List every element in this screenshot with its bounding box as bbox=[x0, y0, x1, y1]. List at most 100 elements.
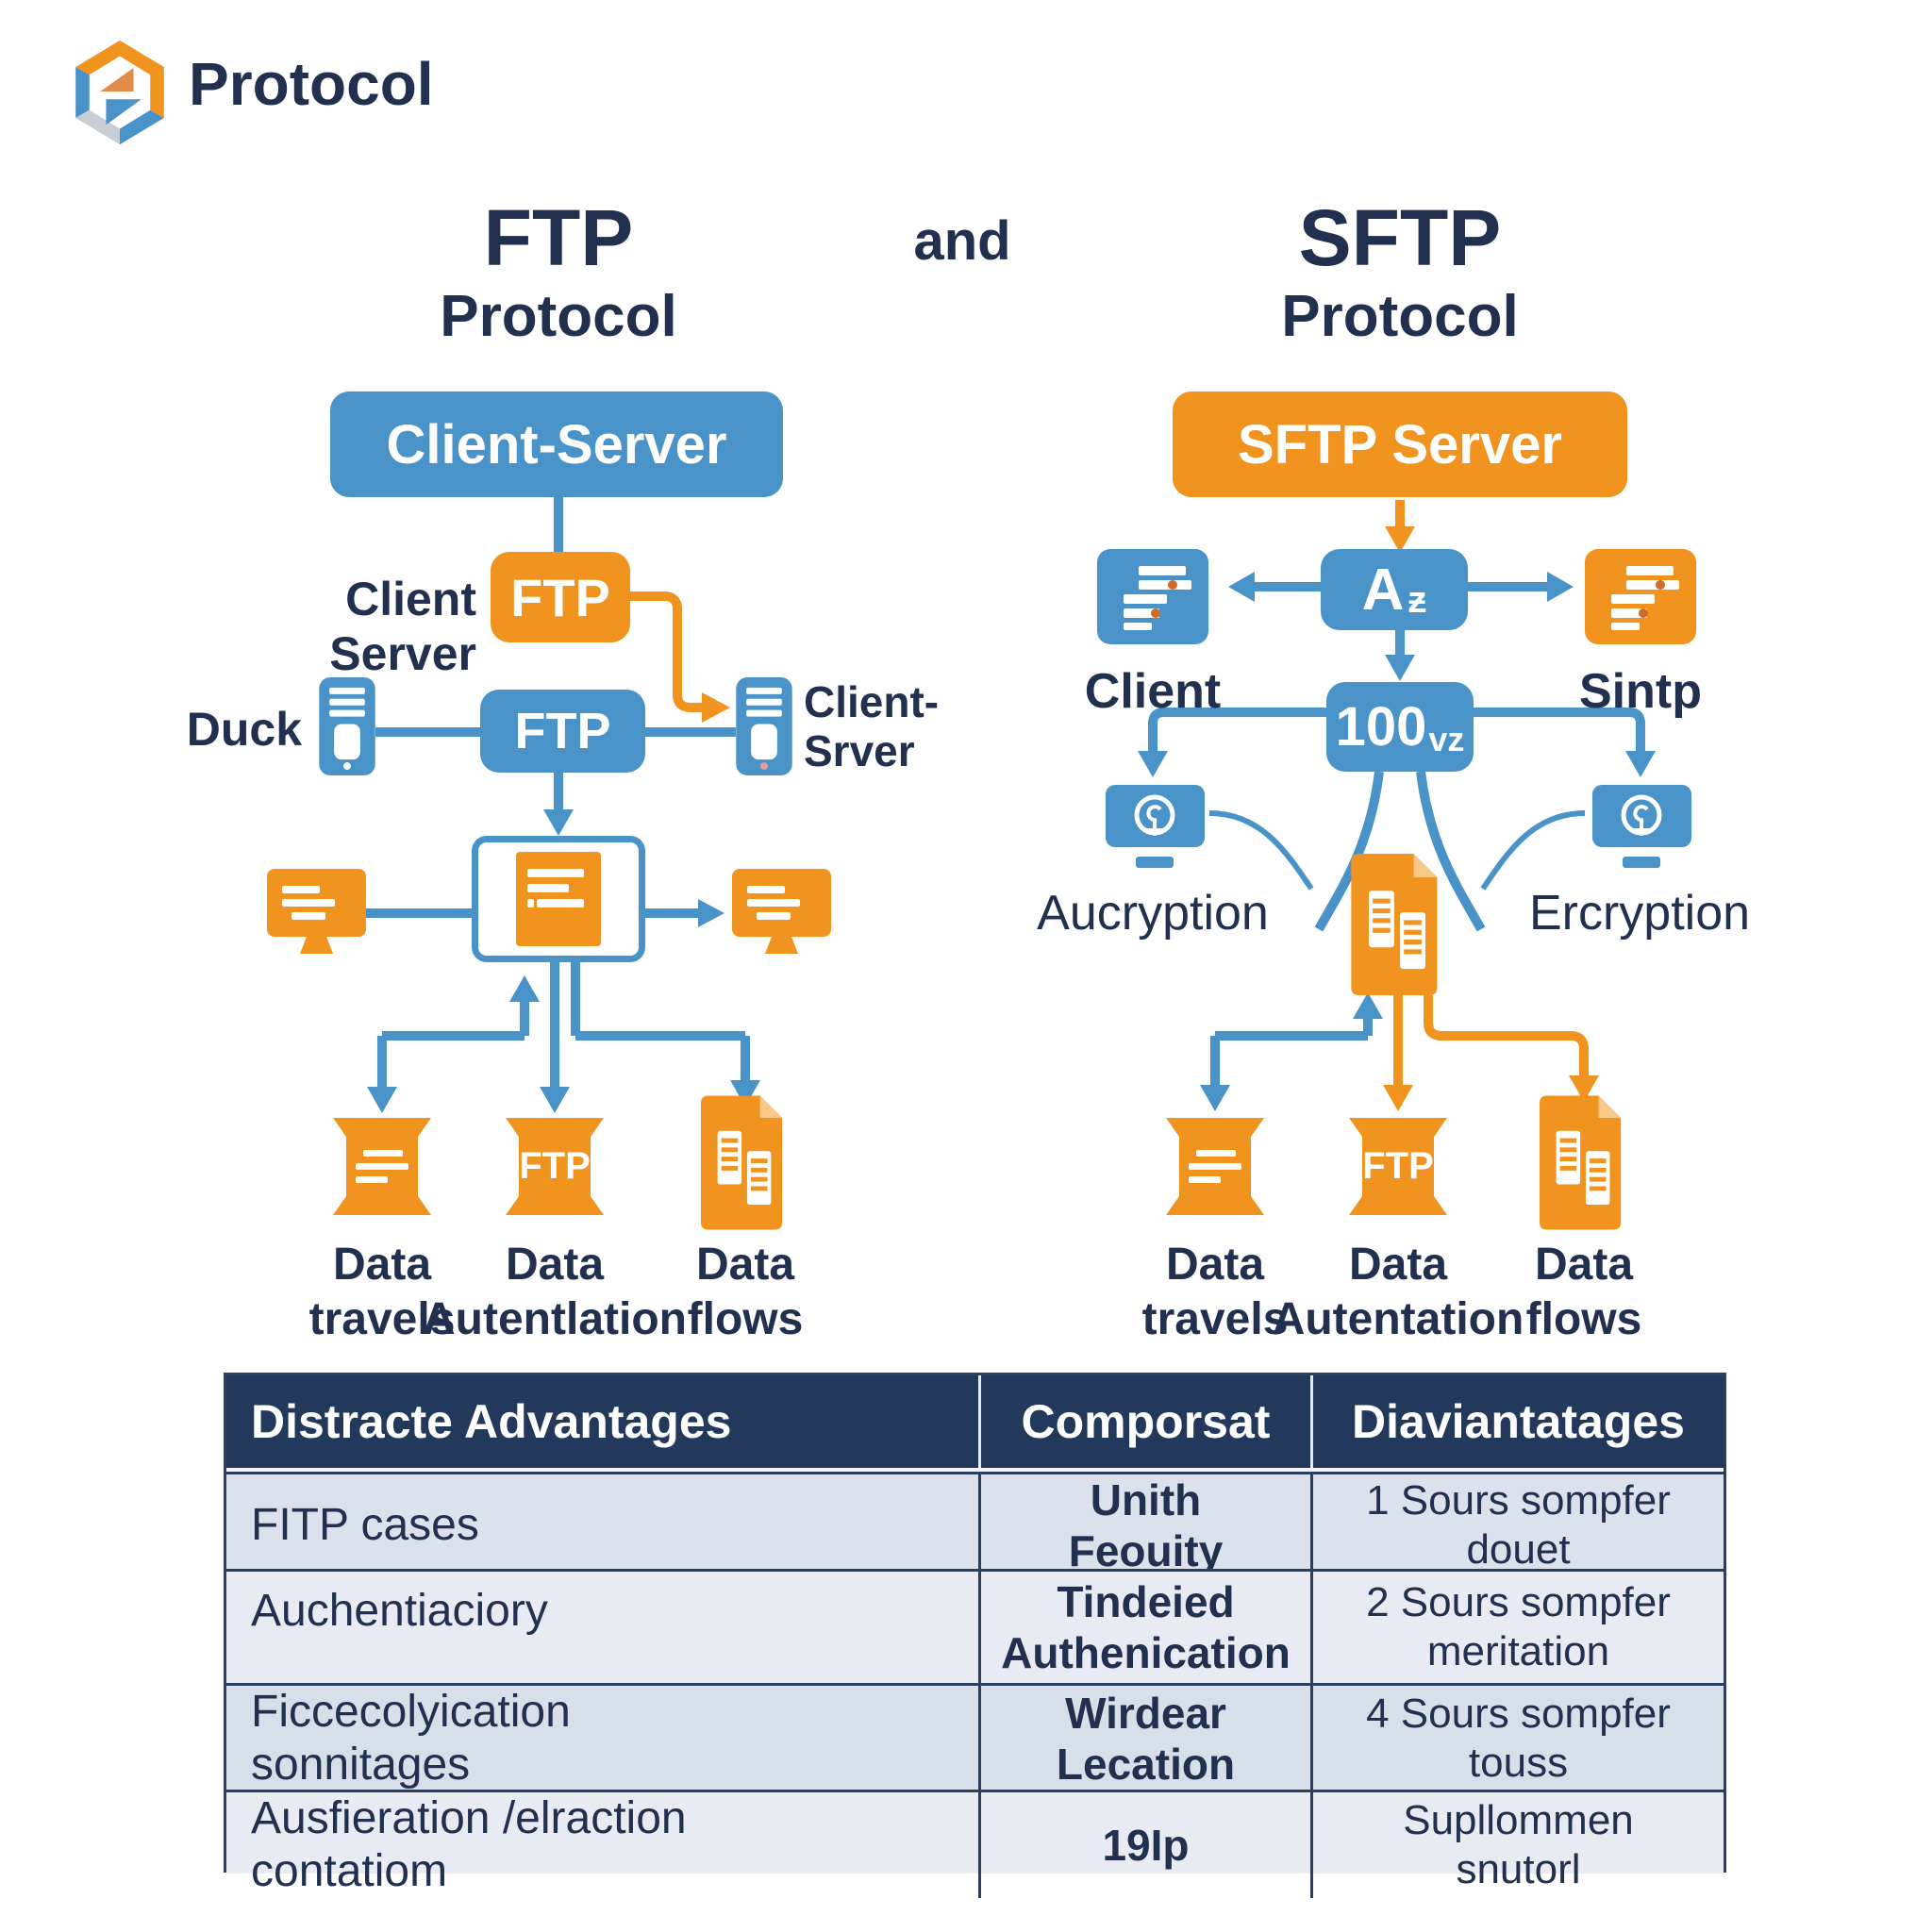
cell-line: Lecation bbox=[1056, 1740, 1236, 1789]
cell-line: Feouity bbox=[1068, 1526, 1224, 1575]
cell-line: douet bbox=[1466, 1526, 1571, 1573]
aucryption-label: Aucryption bbox=[1037, 886, 1269, 941]
data-sheet-icon bbox=[1166, 1118, 1264, 1215]
row-disadvantage-cell: 1 Sours sompfer douet bbox=[1310, 1474, 1724, 1576]
cell-line: snutorl bbox=[1456, 1846, 1581, 1892]
protocol-logo-icon bbox=[75, 40, 164, 145]
sftp-sintp-icon bbox=[1585, 549, 1696, 644]
cell-line: 1 Sours sompfer bbox=[1366, 1477, 1671, 1524]
logo-wordmark: Protocol bbox=[189, 50, 434, 118]
ftp-subtitle: Protocol bbox=[440, 284, 677, 349]
ftp-orange-box: FTP bbox=[491, 552, 630, 642]
client-srver-line1: Client- bbox=[804, 677, 940, 726]
cell-line: Tindeied bbox=[1057, 1577, 1235, 1626]
client-device-icon bbox=[319, 677, 375, 775]
row-comparison-cell: Tindeied Authenication bbox=[978, 1572, 1310, 1683]
label-line: Autentation bbox=[1272, 1294, 1524, 1344]
sftp-client-icon bbox=[1097, 549, 1208, 644]
label-line: Data bbox=[1348, 1240, 1448, 1290]
cell-line: sonnitages bbox=[251, 1740, 471, 1790]
cell-line: 4 Sours sompfer bbox=[1366, 1690, 1671, 1737]
ftp-scroll-icon-text: FTP bbox=[1362, 1145, 1434, 1187]
encryption-monitor-right-icon bbox=[1592, 785, 1691, 868]
ftp-scroll-icon: FTP bbox=[498, 1118, 611, 1215]
cell-line: Wirdear bbox=[1065, 1689, 1226, 1738]
label-line: Autentlation bbox=[423, 1294, 687, 1344]
data-files-document-icon bbox=[701, 1095, 783, 1230]
duck-label: Duck bbox=[186, 703, 302, 756]
cell-line: FITP cases bbox=[251, 1500, 479, 1550]
ftp-scroll-icon: FTP bbox=[1341, 1118, 1455, 1215]
row-feature-cell: Ausfieration /elraction contatiom bbox=[226, 1792, 978, 1898]
label-line: flows bbox=[687, 1294, 804, 1344]
data-sheet-icon bbox=[333, 1118, 431, 1215]
table-row: Ficcecolyication sonnitages Wirdear Leca… bbox=[226, 1683, 1724, 1791]
client-server-box: Client-Server bbox=[330, 391, 783, 497]
client-server-side-label: Client Server bbox=[329, 573, 476, 680]
table-row: FITP cases Unith Feouity 1 Sours sompfer… bbox=[226, 1472, 1724, 1576]
hub-lock-glyph: ƶ bbox=[1407, 578, 1427, 621]
ercryption-label: Ercryption bbox=[1528, 886, 1751, 941]
table-header-disadvantages: Diaviantatages bbox=[1310, 1375, 1724, 1468]
hub-letter: A bbox=[1361, 557, 1405, 623]
ftp-scroll-shape bbox=[1349, 1118, 1447, 1215]
table-header-comparison: Comporsat bbox=[978, 1375, 1310, 1468]
cell-line: Unith bbox=[1090, 1475, 1202, 1524]
ftp-item-label-travels: Data travels bbox=[259, 1238, 505, 1347]
ftp-title: FTP bbox=[483, 193, 634, 282]
row-comparison-cell: 19Ip bbox=[978, 1792, 1310, 1898]
row-disadvantage-cell: 4 Sours sompfer touss bbox=[1310, 1686, 1724, 1791]
row-feature-cell: Ficcecolyication sonnitages bbox=[226, 1686, 978, 1791]
table-header-row: Distracte Advantages Comporsat Diavianta… bbox=[226, 1375, 1724, 1472]
data-files-document-icon bbox=[1540, 1095, 1622, 1230]
cell-line: 19Ip bbox=[1102, 1821, 1190, 1870]
cell-line: meritation bbox=[1426, 1628, 1610, 1674]
cell-line: Supllommen bbox=[1403, 1797, 1634, 1843]
hub-document-icon bbox=[516, 852, 601, 946]
sintp-node-label: Sintp bbox=[1579, 664, 1702, 719]
cell-line: Ficcecolyication bbox=[251, 1687, 571, 1737]
row-disadvantage-cell: 2 Sours sompfer meritation bbox=[1310, 1572, 1724, 1683]
client-node-label: Client bbox=[1084, 664, 1222, 719]
ftp-item-label-flows: Data flows bbox=[623, 1238, 868, 1347]
label-line: travels bbox=[1141, 1294, 1289, 1344]
comparison-table: Distracte Advantages Comporsat Diavianta… bbox=[224, 1373, 1726, 1898]
sftp-center-document-icon bbox=[1351, 854, 1438, 995]
table-header-advantages: Distracte Advantages bbox=[251, 1395, 732, 1448]
row-comparison-cell: Unith Feouity bbox=[978, 1474, 1310, 1576]
row-disadvantage-cell: Supllommen snutorl bbox=[1310, 1792, 1724, 1898]
server-device-icon bbox=[736, 677, 792, 775]
label-line: flows bbox=[1525, 1294, 1642, 1344]
client-srver-line2: Srver bbox=[804, 726, 915, 775]
ftp-item-label-autentlation: Data Autentlation bbox=[404, 1238, 706, 1347]
sftp-item-label-flows: Data flows bbox=[1461, 1238, 1707, 1347]
cell-line: Ausfieration /elraction bbox=[251, 1793, 687, 1843]
row-comparison-cell: Wirdear Lecation bbox=[978, 1686, 1310, 1791]
cell-line: Authenication bbox=[1001, 1628, 1291, 1677]
sftp-title: SFTP bbox=[1298, 193, 1502, 282]
cell-line: touss bbox=[1468, 1740, 1569, 1786]
ftp-scroll-shape bbox=[506, 1118, 604, 1215]
and-connector-title: and bbox=[913, 210, 1011, 272]
label-line: Data bbox=[1534, 1240, 1634, 1290]
row-feature-cell: FITP cases bbox=[226, 1474, 978, 1576]
left-monitor-icon bbox=[267, 869, 366, 954]
label-line: Data bbox=[695, 1240, 795, 1290]
sftp-subtitle: Protocol bbox=[1281, 284, 1519, 349]
sftp-item-label-travels: Data travels bbox=[1092, 1238, 1338, 1347]
ftp-scroll-icon-text: FTP bbox=[519, 1145, 591, 1187]
encryption-monitor-left-icon bbox=[1106, 785, 1205, 868]
port-suffix: vz bbox=[1428, 719, 1465, 758]
right-monitor-icon bbox=[732, 869, 831, 954]
table-row: Ausfieration /elraction contatiom 19Ip S… bbox=[226, 1790, 1724, 1898]
sftp-item-label-autentation: Data Autentation bbox=[1247, 1238, 1549, 1347]
client-srver-label: Client- Srver bbox=[804, 677, 939, 775]
cell-line: Auchentiaciory bbox=[251, 1586, 548, 1636]
label-line: Data bbox=[1165, 1240, 1265, 1290]
cell-line: 2 Sours sompfer bbox=[1366, 1579, 1671, 1625]
port-number: 100 bbox=[1335, 696, 1427, 758]
table-row: Auchentiaciory Tindeied Authenication 2 … bbox=[226, 1569, 1724, 1683]
label-line: Data bbox=[505, 1240, 605, 1290]
